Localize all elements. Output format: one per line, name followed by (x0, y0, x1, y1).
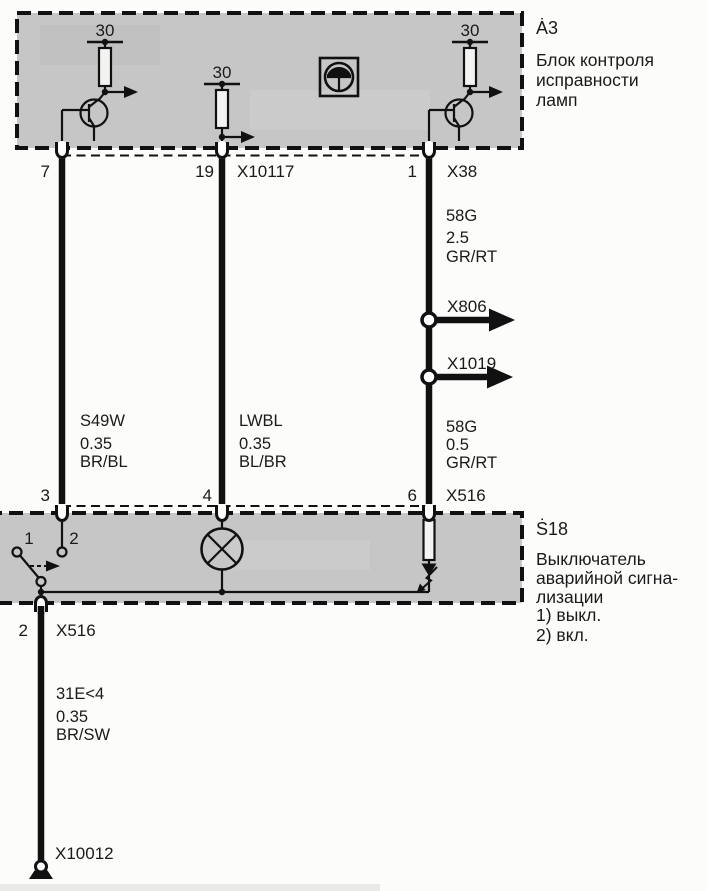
terminal-30-label: 30 (461, 21, 480, 40)
wire-color: BR/BL (80, 453, 128, 471)
pin-number: 19 (195, 162, 214, 181)
terminal-30-label: 30 (96, 21, 115, 40)
arrow-right-icon (489, 308, 515, 332)
module-a3-desc: исправности (536, 70, 639, 90)
pin-number: 3 (41, 486, 50, 505)
wire-gauge: 0.5 (446, 436, 469, 454)
resistor-icon (214, 88, 230, 130)
wire-gauge: 2.5 (446, 229, 469, 247)
wire-code: 31E<4 (56, 685, 104, 703)
wire-code: 58G (446, 207, 477, 225)
branch-connector-name: X806 (447, 297, 487, 316)
connector-name: X516 (446, 486, 486, 505)
pin-terminal-icon (215, 141, 229, 159)
arrow-right-icon (487, 365, 513, 389)
lamp-check-indicator-icon (318, 56, 360, 98)
module-s18-desc: лизации (536, 587, 603, 607)
module-a3-desc: ламп (536, 90, 577, 110)
branch-x1019 (420, 365, 513, 389)
wire-color: GR/RT (446, 454, 497, 472)
a3-middle-leg (204, 80, 255, 143)
switch-position-label: 1 (24, 529, 33, 548)
arrow-right-icon (124, 86, 138, 98)
module-s18-desc: 2) вкл. (536, 625, 589, 645)
arrow-right-icon (489, 86, 503, 98)
resistor-icon (422, 518, 436, 562)
pin-terminals (34, 141, 436, 614)
pin-number: 1 (408, 162, 417, 181)
a3-internal-circuit (60, 38, 503, 143)
ground-connector-name: X10012 (55, 844, 114, 863)
connector-name: X38 (447, 162, 477, 181)
a3-left-leg (60, 38, 138, 141)
terminal-30-label: 30 (213, 63, 232, 82)
wire-gauge: 0.35 (80, 435, 112, 453)
arrow-right-icon (241, 131, 255, 143)
pin-terminal-icon (55, 141, 69, 159)
scan-artifact (230, 540, 370, 570)
pin-number: 2 (19, 621, 28, 640)
pin-terminal-icon (55, 504, 69, 522)
branch-connector-name: X1019 (447, 354, 496, 373)
ground-icon (29, 859, 53, 879)
wire-gauge: 0.35 (239, 435, 271, 453)
module-s18-id: Ṡ18 (536, 518, 568, 539)
scan-artifact (0, 884, 380, 891)
arrow-right-icon (46, 560, 60, 572)
wire-color: BL/BR (239, 453, 287, 471)
switch-position-label: 2 (69, 529, 78, 548)
connector-name: X516 (56, 621, 96, 640)
module-s18-box (0, 511, 524, 605)
pin-number: 6 (408, 486, 417, 505)
resistor-icon (97, 46, 113, 88)
splice-connector-icon (420, 368, 438, 386)
wire-code: LWBL (239, 412, 283, 430)
a3-right-leg (427, 38, 503, 141)
module-s18-desc: аварийной сигна- (536, 568, 678, 588)
lamp-icon (200, 515, 244, 592)
pin-terminal-icon (422, 141, 436, 159)
pin-terminal-icon (34, 595, 48, 614)
wire-code: S49W (80, 412, 125, 430)
module-a3-box (15, 11, 524, 150)
wire-color: BR/SW (56, 726, 111, 744)
wire-code: 58G (446, 418, 477, 436)
module-a3-desc: Блок контроля (536, 50, 654, 70)
module-s18-desc: 1) выкл. (536, 605, 601, 625)
splice-connector-icon (420, 311, 438, 329)
labels: 30 30 30 7 19 X10117 1 X38 Ȧ3 Блок контр… (19, 18, 679, 863)
connector-name: X10117 (237, 162, 294, 181)
wire-gauge: 0.35 (56, 708, 88, 726)
resistor-icon (462, 46, 478, 88)
pin-terminal-icon (422, 504, 436, 522)
branch-x806 (420, 308, 515, 332)
pin-number: 4 (203, 486, 212, 505)
pin-number: 7 (41, 162, 50, 181)
pin-terminal-icon (215, 504, 229, 522)
module-s18-desc: Выключатель (536, 549, 646, 569)
module-a3-id: Ȧ3 (536, 18, 558, 38)
wire-color: GR/RT (446, 248, 497, 266)
